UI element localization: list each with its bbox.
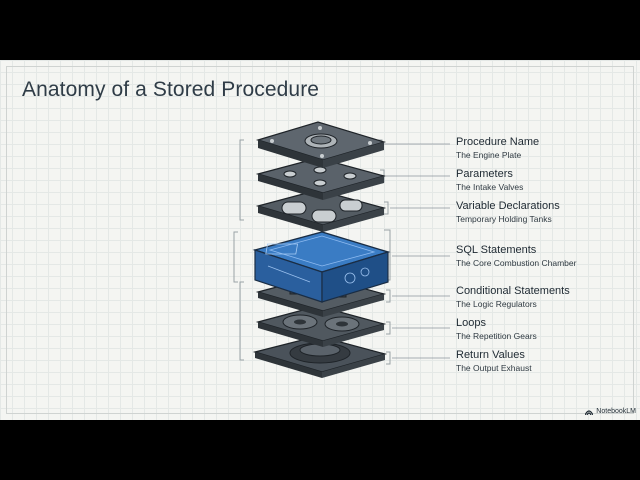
branding-text: NotebookLM [596,408,636,415]
component-description: The Repetition Gears [456,331,537,341]
component-description: The Output Exhaust [456,363,532,373]
variable-declarations-layer [255,189,387,232]
left-brackets [233,139,244,361]
component-description: The Intake Valves [456,182,524,192]
label-variable-declarations: Variable Declarations Temporary Holding … [456,200,560,225]
sql-core-layer [252,231,391,303]
label-conditional-statements: Conditional Statements The Logic Regulat… [456,285,570,310]
component-name: Parameters [456,168,513,180]
engine-stack-illustration [233,121,450,378]
label-sql-statements: SQL Statements The Core Combustion Chamb… [456,244,576,269]
leader-lines [384,143,450,359]
slide: Anatomy of a Stored Procedure [0,60,640,420]
parameters-layer [255,157,387,200]
component-description: The Engine Plate [456,150,522,160]
component-name: Loops [456,317,486,329]
notebooklm-logo: NotebookLM [585,408,636,415]
procedure-name-layer [255,121,387,168]
component-description: The Core Combustion Chamber [456,258,577,268]
label-procedure-name: Procedure Name The Engine Plate [456,136,539,161]
component-name: Return Values [456,349,525,361]
component-name: Procedure Name [456,136,540,148]
component-description: The Logic Regulators [456,299,537,309]
component-description: Temporary Holding Tanks [456,214,552,224]
notebooklm-icon [585,409,594,415]
slide-title: Anatomy of a Stored Procedure [22,78,320,101]
slide-frame [6,66,634,414]
return-values-layer [252,335,388,378]
label-parameters: Parameters The Intake Valves [456,168,523,193]
component-name: Variable Declarations [456,200,560,212]
component-name: SQL Statements [456,244,537,256]
component-name: Conditional Statements [456,285,570,297]
loops-layer [255,305,387,347]
label-loops: Loops The Repetition Gears [456,317,537,342]
label-return-values: Return Values The Output Exhaust [456,349,532,374]
